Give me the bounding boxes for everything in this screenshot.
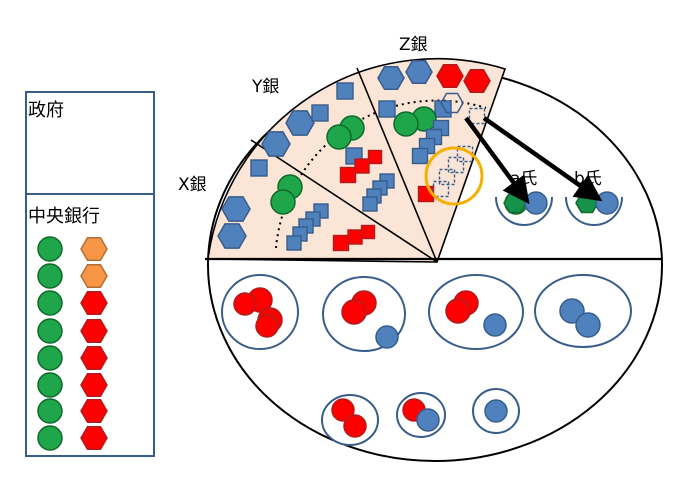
dashed-note-icon xyxy=(432,180,450,198)
blue-coin-icon xyxy=(524,191,548,215)
y-z-divider xyxy=(356,67,438,263)
blue-hexagon-icon xyxy=(221,196,251,222)
green-coin-icon xyxy=(37,318,63,344)
green-hexagon-icon xyxy=(503,192,527,214)
blue-hexagon-icon xyxy=(261,131,291,157)
blue-note-icon xyxy=(286,235,302,251)
blue-hexagon-icon xyxy=(405,59,433,85)
z-bank-label: Z銀 xyxy=(399,35,428,55)
bank-sector-outline xyxy=(207,58,507,263)
red-hexagon-icon xyxy=(463,68,491,94)
green-coin-icon xyxy=(326,124,352,150)
green-coin-icon xyxy=(37,372,63,398)
green-hexagon-icon xyxy=(575,192,599,214)
blue-coin-icon xyxy=(595,191,619,215)
red-hexagon-icon xyxy=(80,425,108,451)
red-note-icon xyxy=(347,229,363,245)
blue-note-icon xyxy=(378,100,396,118)
blue-hexagon-icon xyxy=(217,223,247,249)
red-note-icon xyxy=(332,234,350,252)
government-box xyxy=(25,91,155,195)
highlight-ring xyxy=(424,146,484,206)
blue-note-icon xyxy=(362,196,378,212)
dashed-note-icon xyxy=(447,156,465,174)
orange-hexagon-icon xyxy=(80,263,108,289)
x-bank-label: X銀 xyxy=(178,175,207,195)
blue-note-icon xyxy=(311,104,329,122)
blue-hexagon-icon xyxy=(285,110,315,136)
person-cup xyxy=(565,196,623,226)
green-coin-icon xyxy=(37,290,63,316)
households xyxy=(221,274,632,446)
red-hexagon-icon xyxy=(436,63,464,89)
blue-coin-icon xyxy=(375,325,399,349)
blue-note-icon xyxy=(434,100,452,118)
green-coin-icon xyxy=(37,345,63,371)
y-bank-label: Y銀 xyxy=(252,77,280,97)
household-ring xyxy=(428,274,524,350)
red-note-icon xyxy=(360,224,376,240)
green-coin-icon xyxy=(37,398,63,424)
red-coin-icon xyxy=(341,299,367,325)
red-hexagon-icon xyxy=(80,318,108,344)
blue-coin-icon xyxy=(559,298,585,324)
red-hexagon-icon xyxy=(80,345,108,371)
green-coin-icon xyxy=(393,111,419,137)
red-coin-icon xyxy=(445,298,471,324)
red-coin-icon xyxy=(331,398,355,422)
transfer-arrow-a xyxy=(464,116,530,205)
blue-note-icon xyxy=(336,82,354,100)
red-coin-icon xyxy=(233,292,257,316)
person-b-label: b氏 xyxy=(574,169,602,189)
blue-coin-icon xyxy=(483,313,507,337)
bank-contents xyxy=(217,59,491,252)
blue-note-icon xyxy=(250,159,268,177)
green-coin-icon xyxy=(270,189,296,215)
red-coin-icon xyxy=(255,314,279,338)
dashed-note-icon xyxy=(468,107,486,125)
red-hexagon-icon xyxy=(80,372,108,398)
blue-coin-icon xyxy=(484,399,508,423)
blue-note-icon xyxy=(411,147,429,165)
transfer-arrow-b xyxy=(482,116,603,202)
blue-hexagon-icon xyxy=(377,65,405,91)
central-bank-label: 中央銀行 xyxy=(28,206,100,227)
red-hexagon-icon xyxy=(80,398,108,424)
x-y-divider xyxy=(250,139,438,263)
central-bank-assets xyxy=(37,236,108,451)
red-hexagon-icon xyxy=(80,290,108,316)
red-note-icon xyxy=(354,158,370,174)
blue-coin-icon xyxy=(416,408,440,432)
green-coin-icon xyxy=(37,236,63,262)
red-coin-icon xyxy=(343,414,367,438)
government-label: 政府 xyxy=(28,100,64,121)
red-note-icon xyxy=(367,149,383,165)
dashed-note-icon xyxy=(438,168,456,186)
person-cup xyxy=(495,196,553,226)
green-coin-icon xyxy=(37,263,63,289)
orange-hexagon-icon xyxy=(80,236,108,262)
green-coin-icon xyxy=(37,425,63,451)
person-a-label: a氏 xyxy=(510,169,538,189)
red-note-icon xyxy=(339,166,357,184)
blue-coin-icon xyxy=(575,312,601,338)
dashed-hexagon-icon xyxy=(440,92,464,114)
